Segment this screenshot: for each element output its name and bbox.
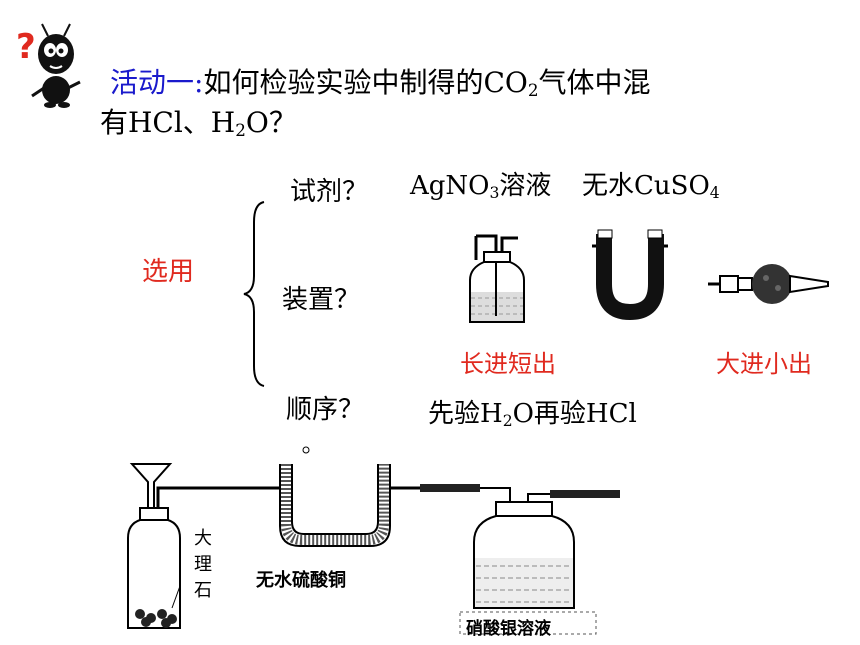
title-line2-pre: 有HCl、H [100, 106, 236, 139]
note-big-in-small-out: 大进小出 [716, 350, 812, 378]
marble-label-1: 大 [194, 528, 212, 549]
marble-label-3: 石 [194, 580, 212, 601]
activity-title-line1: 活动一:如何检验实验中制得的CO2气体中混 [110, 66, 651, 107]
activity-colon: : [194, 66, 204, 99]
order-question: 顺序？ [286, 395, 365, 425]
experiment-apparatus-diagram [127, 446, 620, 635]
title-line1-post: 气体中混 [538, 66, 651, 99]
cuso4-label: 无水硫酸铜 [256, 570, 346, 591]
title-line2-post: O？ [245, 106, 297, 139]
title-line2-sub: 2 [235, 120, 246, 141]
note-long-in-short-out: 长进短出 [460, 350, 556, 378]
marble-label-2: 理 [194, 554, 212, 575]
drying-tube-icon [708, 264, 829, 304]
activity-title-line2: 有HCl、H2O？ [100, 106, 297, 147]
agno3-label: 硝酸银溶液 [466, 619, 551, 639]
svg-text:?: ? [16, 27, 36, 67]
reagent-agno3: AgNO3溶液 [410, 171, 552, 202]
u-tube-icon [592, 229, 668, 321]
question-ant-mascot-icon: ? [16, 23, 81, 108]
title-line1-pre: 如何检验实验中制得的CO [203, 66, 528, 99]
selection-label: 选用 [142, 257, 195, 287]
device-question: 装置？ [282, 285, 361, 315]
curly-brace [243, 201, 265, 387]
gas-washing-bottle-icon [469, 234, 525, 323]
reagent-question: 试剂？ [290, 177, 369, 207]
activity-label: 活动一 [110, 66, 195, 99]
order-answer: 先验H2O再验HCl [428, 399, 637, 430]
title-line1-sub: 2 [527, 80, 539, 101]
reagent-cuso4: 无水CuSO4 [582, 171, 720, 202]
